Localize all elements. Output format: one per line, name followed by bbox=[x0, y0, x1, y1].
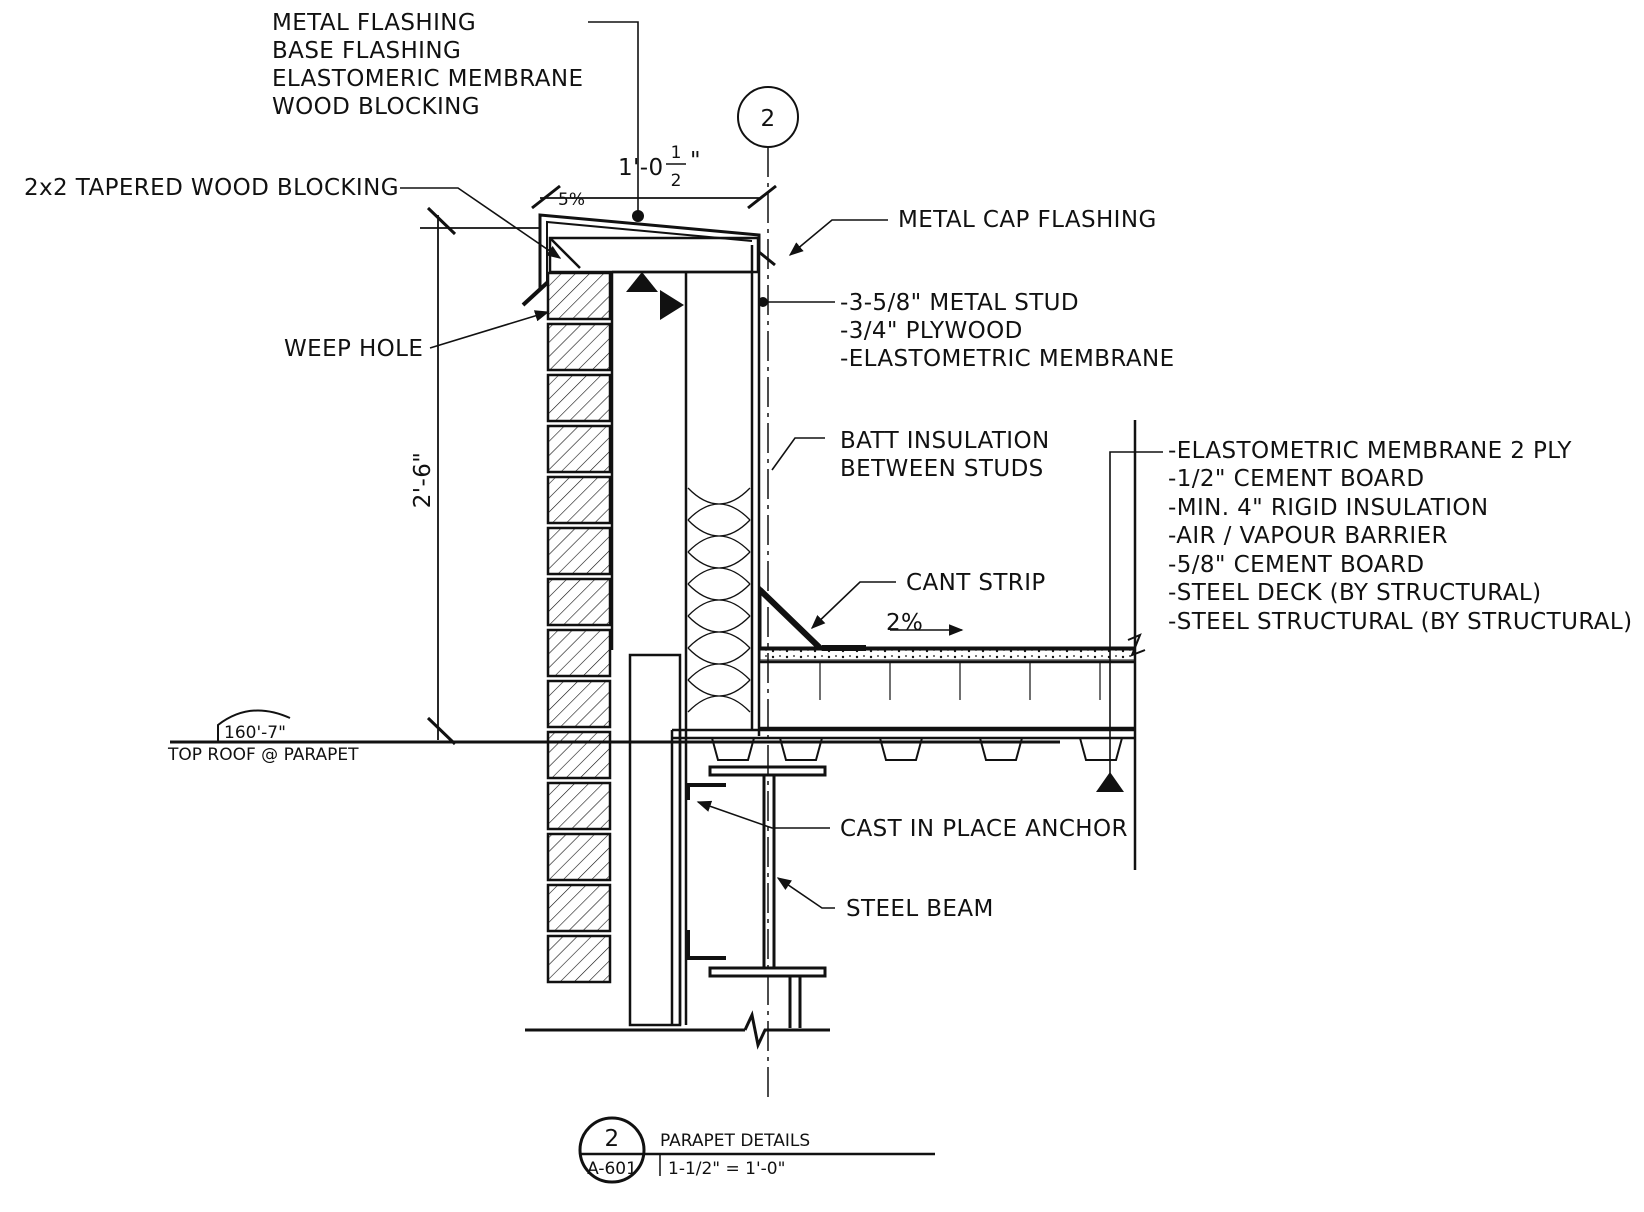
label-metal-cap-flashing: METAL CAP FLASHING bbox=[898, 207, 1157, 233]
label-steel-structural: -STEEL STRUCTURAL (BY STRUCTURAL) bbox=[1168, 609, 1633, 635]
section-markers bbox=[626, 210, 1124, 792]
brick-course bbox=[546, 730, 612, 780]
label-wall-membrane: -ELASTOMETRIC MEMBRANE bbox=[840, 346, 1175, 372]
brick-course bbox=[546, 373, 612, 423]
label-roof-slope: 2% bbox=[886, 610, 923, 636]
label-steel-deck: -STEEL DECK (BY STRUCTURAL) bbox=[1168, 580, 1541, 606]
elevation-label: TOP ROOF @ PARAPET bbox=[167, 745, 359, 765]
dimension-lines bbox=[420, 184, 777, 746]
weep-hole-marker bbox=[521, 280, 550, 307]
brick-course bbox=[546, 883, 612, 933]
section-break bbox=[525, 1010, 830, 1050]
label-weep-hole: WEEP HOLE bbox=[284, 336, 423, 362]
batt-insulation-loop bbox=[687, 679, 751, 713]
label-metal-stud: -3-5/8" METAL STUD bbox=[840, 290, 1079, 316]
batt-insulation-loop bbox=[687, 551, 751, 585]
batt-insulation-loop bbox=[687, 519, 751, 553]
title-detail-number: 2 bbox=[604, 1126, 619, 1152]
width-dim-text: 1'-0 bbox=[618, 155, 664, 181]
batt-insulation-loop bbox=[687, 615, 751, 649]
grid-bubble bbox=[737, 86, 799, 148]
brick-course bbox=[546, 577, 612, 627]
brick-course bbox=[546, 526, 612, 576]
width-dim-num: 1 bbox=[671, 143, 682, 163]
label-batt-insulation: BATT INSULATION bbox=[840, 428, 1050, 454]
brick-course bbox=[546, 628, 612, 678]
batt-label-group: BATT INSULATION BETWEEN STUDS bbox=[840, 428, 1050, 482]
batt-insulation-loop bbox=[687, 487, 751, 521]
label-cast-in-place-anchor: CAST IN PLACE ANCHOR bbox=[840, 816, 1128, 842]
width-dim-suffix: " bbox=[690, 148, 701, 174]
label-air-vapour-barrier: -AIR / VAPOUR BARRIER bbox=[1168, 523, 1448, 549]
title-block: 2 A-601 PARAPET DETAILS 1-1/2" = 1'-0" bbox=[578, 1116, 935, 1184]
brick-course bbox=[546, 832, 612, 882]
brick-veneer bbox=[546, 271, 612, 984]
width-dim-den: 2 bbox=[671, 171, 682, 191]
label-tapered-blocking: 2x2 TAPERED WOOD BLOCKING bbox=[24, 175, 399, 201]
brick-course bbox=[546, 271, 612, 321]
title-sheet-number: A-601 bbox=[587, 1159, 637, 1179]
brick-course bbox=[546, 475, 612, 525]
label-elastomeric-membrane: ELASTOMERIC MEMBRANE bbox=[272, 66, 583, 92]
title-detail-name: PARAPET DETAILS bbox=[660, 1131, 810, 1151]
brick-course bbox=[546, 424, 612, 474]
brick-course bbox=[546, 781, 612, 831]
title-scale: 1-1/2" = 1'-0" bbox=[668, 1159, 785, 1179]
label-cant-strip: CANT STRIP bbox=[906, 570, 1046, 596]
label-rigid-insulation: -MIN. 4" RIGID INSULATION bbox=[1168, 495, 1489, 521]
cap-slope-text: 5% bbox=[558, 190, 585, 210]
label-metal-flashing: METAL FLASHING bbox=[272, 10, 476, 36]
label-steel-beam: STEEL BEAM bbox=[846, 896, 994, 922]
batt-insulation-loop bbox=[687, 583, 751, 617]
label-wood-blocking: WOOD BLOCKING bbox=[272, 94, 480, 120]
roof-assembly bbox=[672, 584, 1146, 761]
leader-lines bbox=[400, 21, 1163, 909]
batt-insulation-loop bbox=[687, 647, 751, 681]
brick-course bbox=[546, 934, 612, 984]
stud-label-group: -3-5/8" METAL STUD -3/4" PLYWOOD -ELASTO… bbox=[840, 290, 1175, 372]
label-roof-membrane: -ELASTOMETRIC MEMBRANE 2 PLY bbox=[1168, 438, 1572, 464]
label-plywood: -3/4" PLYWOOD bbox=[840, 318, 1023, 344]
roof-assembly-label-group: -ELASTOMETRIC MEMBRANE 2 PLY -1/2" CEMEN… bbox=[1168, 438, 1633, 635]
height-dim-text: 2'-6" bbox=[410, 452, 436, 508]
elevation-value: 160'-7" bbox=[224, 723, 286, 743]
label-cement-board-five-eighths: -5/8" CEMENT BOARD bbox=[1168, 552, 1424, 578]
width-dimension: 1'-0 1 2 " bbox=[618, 143, 701, 191]
label-base-flashing: BASE FLASHING bbox=[272, 38, 461, 64]
brick-course bbox=[546, 322, 612, 372]
batt-insulation bbox=[687, 487, 751, 713]
label-cement-board-half: -1/2" CEMENT BOARD bbox=[1168, 466, 1424, 492]
elevation-line bbox=[170, 709, 1060, 744]
top-flashing-label-group: METAL FLASHING BASE FLASHING ELASTOMERIC… bbox=[272, 10, 583, 120]
brick-course bbox=[546, 679, 612, 729]
grid-bubble-number: 2 bbox=[760, 106, 775, 132]
label-between-studs: BETWEEN STUDS bbox=[840, 456, 1044, 482]
